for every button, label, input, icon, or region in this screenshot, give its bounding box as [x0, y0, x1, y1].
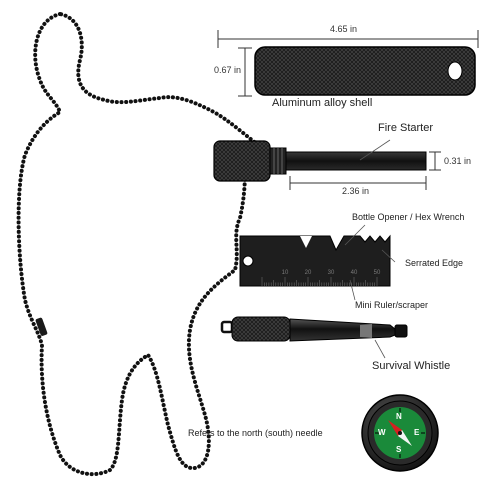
whistle-mouth [360, 324, 372, 338]
rod-length-label: 2.36 in [342, 186, 370, 196]
survival-whistle [220, 316, 408, 342]
striker-multitool: 10 20 30 40 50 [239, 234, 391, 287]
lanyard-hole [447, 61, 463, 81]
compass-letter-n: N [396, 412, 402, 421]
compass [361, 394, 439, 472]
shell-length-dimension [217, 30, 479, 48]
shell-label: Aluminum alloy shell [272, 97, 373, 109]
ruler-mark-label: 20 [305, 270, 312, 276]
shell-length-label: 4.65 in [330, 24, 358, 34]
whistle-label: Survival Whistle [372, 360, 451, 372]
fire-starter-callout [359, 139, 391, 161]
ruler-mark-label: 10 [282, 270, 289, 276]
fire-starter-label: Fire Starter [378, 122, 434, 134]
ruler-callout [349, 279, 356, 301]
compass-letter-s: S [396, 445, 402, 454]
bottle-opener-label: Bottle Opener / Hex Wrench [352, 212, 465, 222]
chain-clasp [35, 317, 48, 336]
compass-note-label: Refers to the north (south) needle [188, 428, 323, 438]
ball-chain [16, 11, 271, 477]
ruler-mark-label: 30 [328, 270, 335, 276]
multitool-hole [242, 255, 254, 267]
compass-letter-w: W [378, 428, 386, 437]
rod-diameter-dimension [429, 151, 441, 171]
fire-starter [213, 140, 427, 182]
shell-diameter-label: 0.67 in [214, 65, 242, 75]
ruler-mark-label: 50 [374, 270, 381, 276]
serrated-edge-callout [381, 249, 396, 263]
shell-diameter-dimension [238, 47, 252, 97]
bottle-opener-callout [344, 224, 366, 246]
serrated-edge-label: Serrated Edge [405, 258, 464, 268]
ruler-labels: 10 20 30 40 50 [282, 270, 381, 276]
ruler-mark-label: 40 [351, 270, 358, 276]
aluminum-shell [254, 46, 476, 96]
hex-wrench-slot [300, 236, 312, 248]
compass-letter-e: E [414, 428, 420, 437]
rod-length-dimension [289, 176, 427, 190]
ruler-label: Mini Ruler/scraper [355, 300, 429, 310]
whistle-callout [374, 339, 386, 359]
ruler-ticks [261, 277, 378, 286]
rod-diameter-label: 0.31 in [444, 156, 472, 166]
